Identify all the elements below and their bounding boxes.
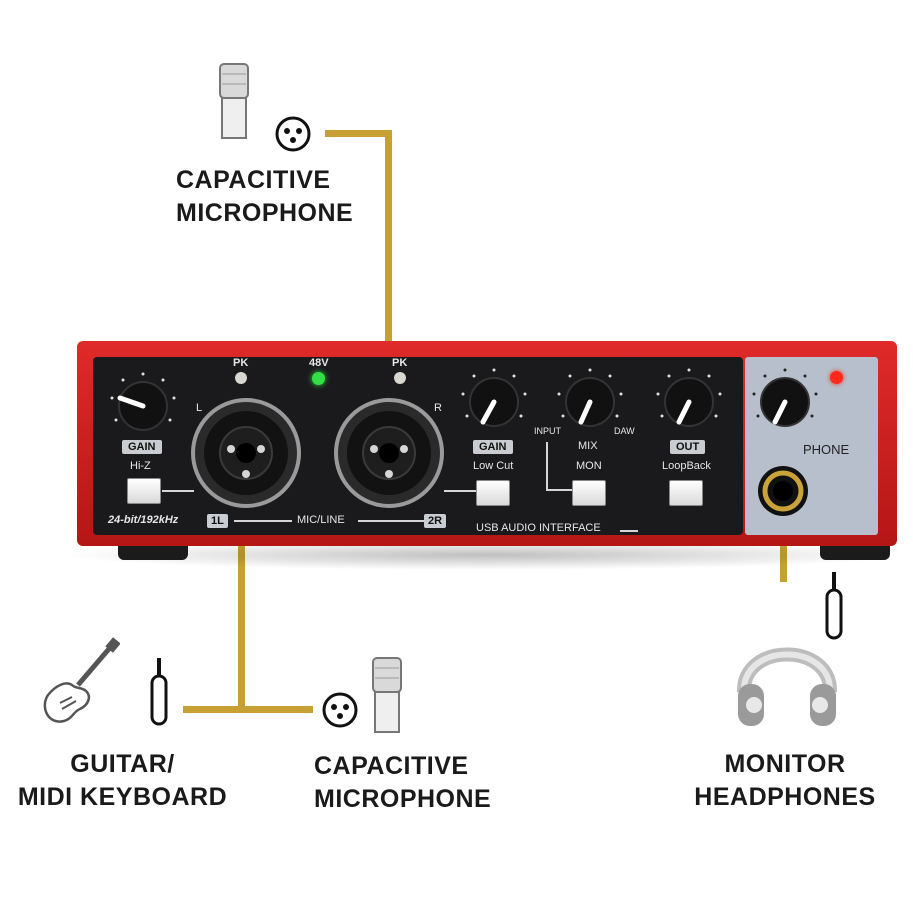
combo-input-1[interactable] [190,397,302,509]
mon-button[interactable] [572,480,606,506]
headphones-icon [732,622,842,732]
gain-knob-right[interactable] [459,366,529,436]
cable-input1-v [238,480,245,712]
xlr-icon [321,691,359,729]
phone-label: PHONE [803,442,850,457]
pk-left-label: PK [233,357,249,369]
mic-line-label: MIC/LINE [297,514,345,526]
hiz-label: Hi-Z [130,460,151,472]
usb-guide [620,530,638,532]
48v-led [312,372,325,385]
lowcut-guide [444,490,476,492]
loopback-label: LoopBack [662,460,711,472]
mon-label: MON [576,460,602,472]
left-channel-label: L [196,402,203,414]
xlr-icon [274,115,312,153]
48v-label: 48V [309,357,329,369]
channel-2-badge: 2R [424,514,447,528]
daw-label: DAW [614,426,635,436]
phone-jack[interactable] [755,463,811,519]
pk-led-left [235,372,247,384]
combo-input-2[interactable] [333,397,445,509]
input-label: INPUT [534,426,561,436]
usb-interface-label: USB AUDIO INTERFACE [476,522,601,534]
cable-top-mic-v [385,130,392,448]
pk-right-label: PK [392,357,408,369]
hiz-button[interactable] [127,478,161,504]
phone-led [830,371,843,384]
right-channel-label: R [434,402,442,414]
channel-1-badge: 1L [207,514,228,528]
microphone-icon [371,656,403,736]
loopback-button[interactable] [669,480,703,506]
gain-knob-left[interactable] [108,370,178,440]
microphone-icon [218,62,250,142]
pk-led-right [394,372,406,384]
gain-left-badge: GAIN [122,440,162,454]
mon-guide-v [546,442,548,490]
jack-plug-icon [149,658,169,728]
lowcut-label: Low Cut [473,460,514,472]
cable-input1-h [183,706,313,713]
guitar-icon [38,637,120,727]
guitar-label: GUITAR/MIDI KEYBOARD [17,750,228,811]
lowcut-button[interactable] [476,480,510,506]
mic-line-guide-left [234,520,292,522]
mix-knob[interactable] [555,366,625,436]
jack-plug-icon [824,572,844,642]
out-knob[interactable] [654,366,724,436]
mon-guide-h [546,489,572,491]
mic-line-guide-right [358,520,424,522]
gain-right-badge: GAIN [473,440,513,454]
phone-knob[interactable] [750,366,820,436]
mix-label: MIX [578,440,598,452]
out-badge: OUT [670,440,706,454]
cable-top-mic-h [325,130,391,137]
spec-label: 24-bit/192kHz [108,514,179,526]
hiz-guide [162,490,194,492]
